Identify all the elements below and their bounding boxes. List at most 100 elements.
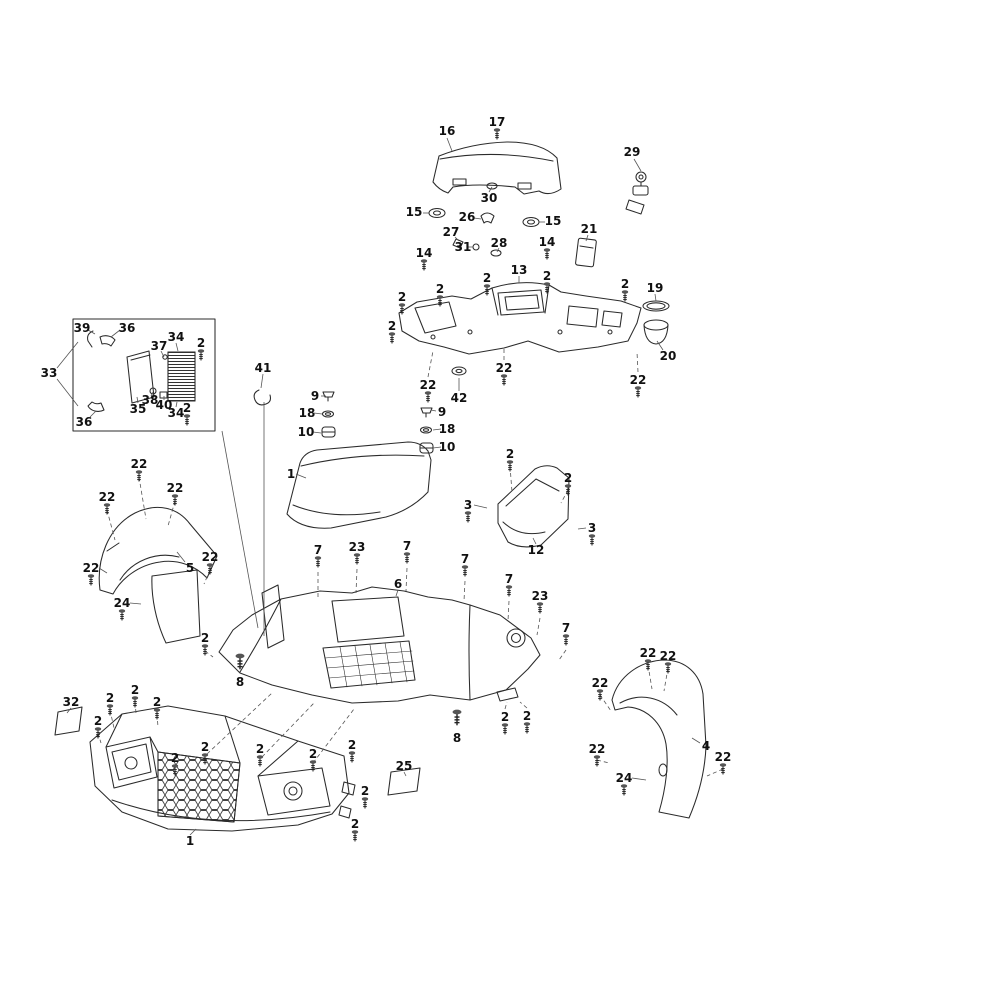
- part-number-callout: 2: [131, 683, 139, 697]
- part-number-callout: 1: [186, 834, 194, 848]
- screw-icon: [506, 459, 514, 472]
- part-number-callout: 2: [506, 447, 514, 461]
- screw-icon: [664, 661, 672, 674]
- part-number-callout: 14: [416, 246, 433, 260]
- screw-icon: [183, 413, 191, 426]
- screw-icon: [197, 348, 205, 361]
- screw-icon: [256, 754, 264, 767]
- part-number-callout: 14: [539, 235, 556, 249]
- screw-icon: [523, 721, 531, 734]
- part-number-callout: 20: [660, 349, 677, 363]
- part-number-callout: 22: [630, 373, 647, 387]
- part-number-callout: 6: [394, 577, 402, 591]
- leader-line: [106, 509, 116, 541]
- leader-line: [160, 350, 165, 358]
- part-number-callout: 23: [349, 540, 366, 554]
- part-number-callout: 16: [439, 124, 456, 138]
- leader-line: [129, 602, 142, 605]
- screw-icon: [106, 703, 114, 716]
- leader-line: [504, 701, 508, 710]
- screw-icon: [153, 707, 161, 720]
- screw-icon: [348, 750, 356, 763]
- part-number-callout: 30: [481, 191, 498, 205]
- part-number-callout: 22: [99, 490, 116, 504]
- part-number-callout: 22: [83, 561, 100, 575]
- part-number-callout: 2: [153, 695, 161, 709]
- leader-line: [654, 293, 657, 302]
- part-number-callout: 2: [309, 747, 317, 761]
- leader-line: [87, 329, 96, 335]
- screw-icon: [171, 493, 179, 506]
- screw-icon: [388, 331, 396, 344]
- part-number-callout: 18: [439, 422, 456, 436]
- leader-line: [175, 342, 179, 352]
- leader-line: [473, 217, 482, 220]
- screw-icon: [588, 533, 596, 546]
- detail-box: [72, 318, 216, 432]
- leader-line: [261, 702, 315, 758]
- part-number-callout: 2: [201, 740, 209, 754]
- leader-line: [706, 768, 724, 777]
- screw-icon: [596, 688, 604, 701]
- part-clips-and-fasteners-row: [428, 207, 597, 268]
- leader-line: [432, 446, 442, 449]
- part-number-callout: 7: [403, 539, 411, 553]
- part-number-callout: 22: [640, 646, 657, 660]
- part-number-callout: 10: [439, 440, 456, 454]
- part-number-callout: 26: [459, 210, 476, 224]
- part-number-callout: 2: [201, 631, 209, 645]
- leader-line: [150, 391, 154, 397]
- leader-line: [109, 709, 115, 729]
- screw-icon: [353, 552, 361, 565]
- part-number-callout: 23: [532, 589, 549, 603]
- part-number-callout: 5: [186, 561, 194, 575]
- part-13-dash-panel: [398, 282, 642, 376]
- part-number-callout: 2: [501, 710, 509, 724]
- screw-icon: [719, 762, 727, 775]
- leader-line: [596, 759, 610, 764]
- leader-line: [405, 567, 408, 592]
- part-number-callout: 2: [564, 471, 572, 485]
- part-number-callout: 4: [702, 739, 710, 753]
- leader-line: [313, 412, 323, 415]
- part-number-callout: 39: [74, 321, 91, 335]
- leader-line: [89, 410, 97, 418]
- part-number-callout: 2: [436, 282, 444, 296]
- part-number-callout: 31: [455, 240, 472, 254]
- part-25-plate: [387, 767, 421, 796]
- leader-line: [536, 617, 541, 636]
- part-number-callout: 2: [388, 319, 396, 333]
- part-number-callout: 2: [621, 277, 629, 291]
- part-number-callout: 33: [41, 366, 58, 380]
- part-number-callout: 22: [589, 742, 606, 756]
- leader-line: [260, 373, 264, 389]
- leader-line: [432, 428, 442, 431]
- part-number-callout: 38: [142, 393, 159, 407]
- part-number-callout: 15: [406, 205, 423, 219]
- fasteners-9-18-10-right: [419, 407, 434, 454]
- screw-icon: [501, 722, 509, 735]
- leader-line: [454, 236, 460, 242]
- part-number-callout: 2: [94, 714, 102, 728]
- part-29-hardware: [625, 171, 649, 215]
- leader-line: [636, 351, 639, 373]
- part-number-callout: 8: [236, 675, 244, 689]
- part-12-side-panel: [497, 465, 570, 548]
- part-number-callout: 9: [438, 405, 446, 419]
- screw-icon: [131, 695, 139, 708]
- part-number-callout: 29: [624, 145, 641, 159]
- screw-icon: [361, 796, 369, 809]
- screw-icon: [543, 281, 551, 294]
- part-16-upper-cover: [432, 141, 562, 195]
- leader-line: [175, 401, 178, 408]
- part-number-callout: 40: [156, 398, 173, 412]
- part-number-callout: 13: [511, 263, 528, 277]
- screw-icon: [87, 573, 95, 586]
- leader-line: [206, 692, 273, 755]
- part-number-callout: 42: [451, 391, 468, 405]
- screw-icon: [420, 258, 428, 271]
- leader-line: [585, 234, 589, 242]
- leader-line: [599, 694, 612, 712]
- leader-line: [446, 137, 453, 152]
